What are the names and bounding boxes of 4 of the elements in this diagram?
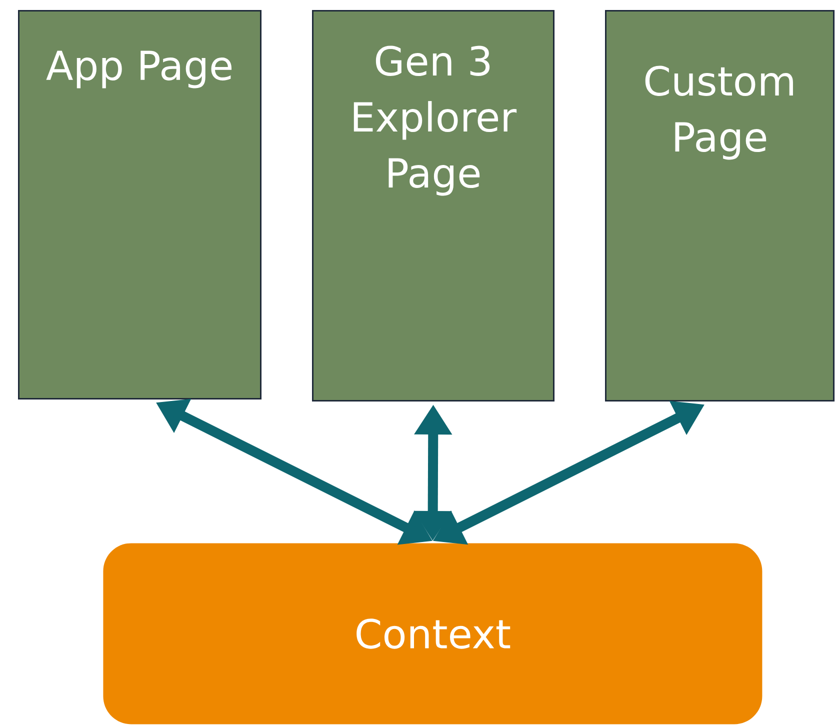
page-box: Gen 3 Explorer Page [312,10,554,402]
page-box: Custom Page [605,10,834,402]
page-box: App Page [18,10,262,400]
context-box: Context [103,543,762,724]
